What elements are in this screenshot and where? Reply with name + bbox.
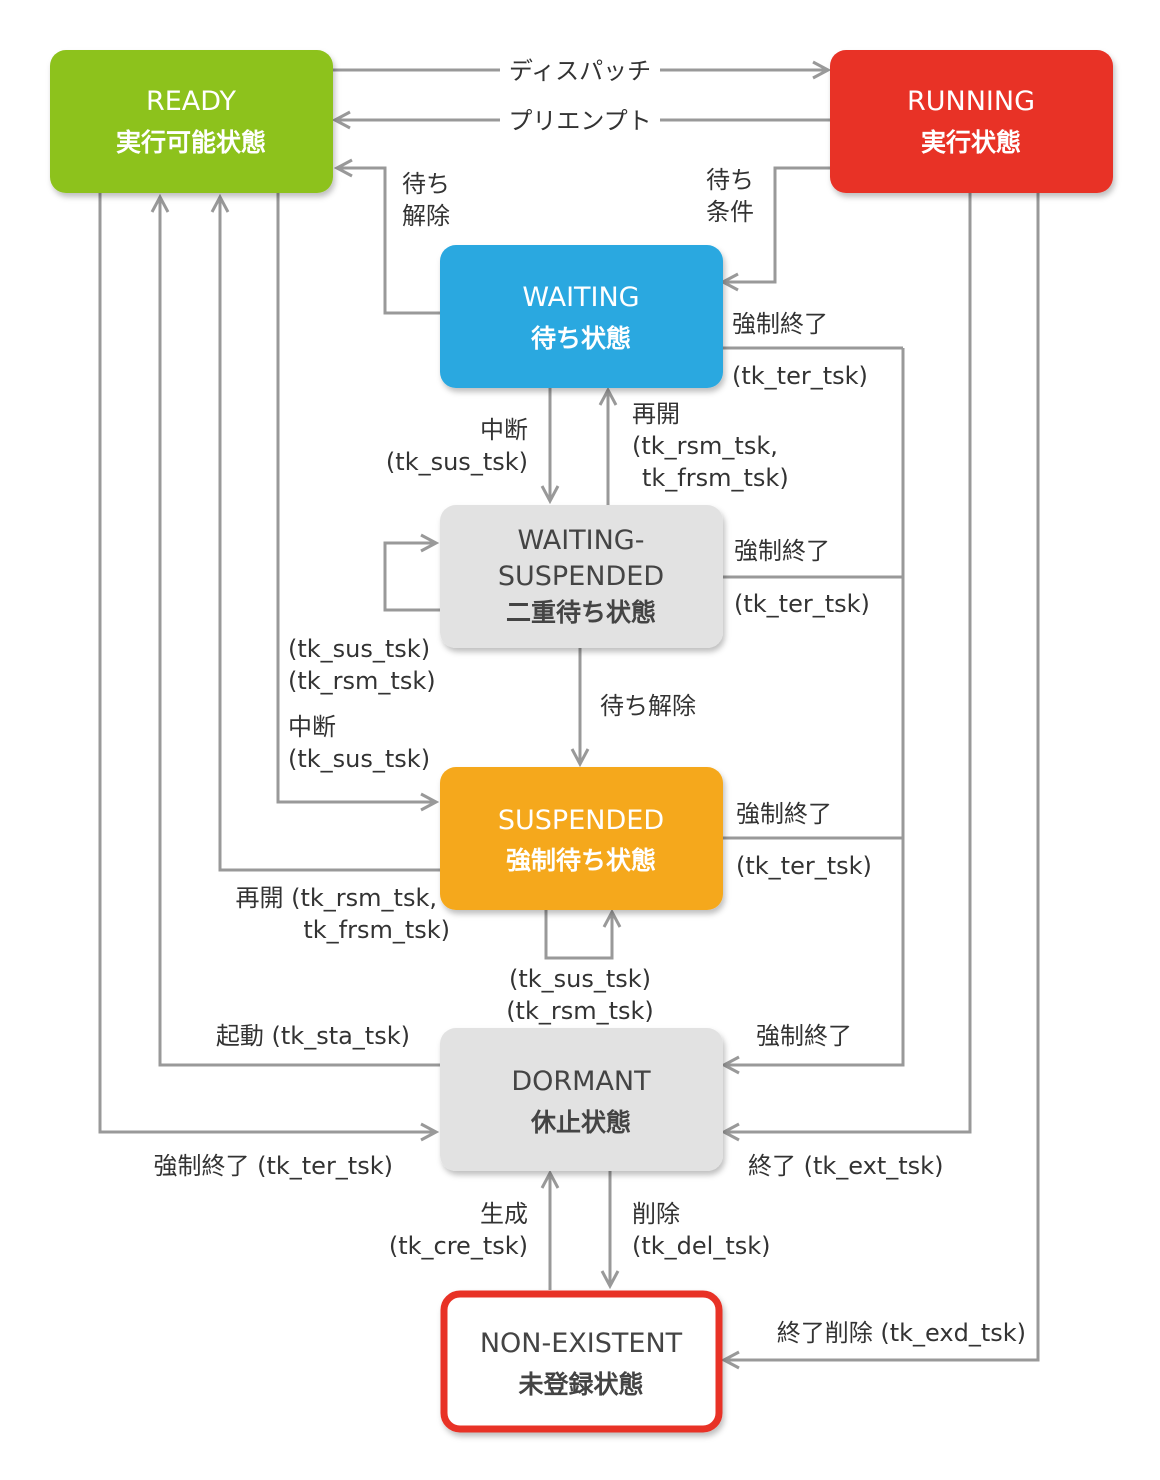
label-start: 起動 (tk_sta_tsk)	[216, 1022, 410, 1050]
label-terminate-susp-2: (tk_ter_tsk)	[736, 852, 872, 880]
state-suspended-jp: 強制待ち状態	[506, 846, 656, 875]
label-exit-delete: 終了削除 (tk_exd_tsk)	[777, 1319, 1026, 1347]
label-wait-condition-1: 待ち	[706, 166, 754, 194]
label-suspend-ready-2: (tk_sus_tsk)	[288, 745, 430, 773]
label-create-1: 生成	[480, 1200, 528, 1228]
edge-suspend-ready	[276, 193, 436, 802]
state-running: RUNNING 実行状態	[830, 50, 1113, 193]
label-delete-2: (tk_del_tsk)	[632, 1232, 771, 1260]
edge-start	[160, 197, 440, 1067]
edge-exit	[724, 193, 972, 1132]
label-create-2: (tk_cre_tsk)	[389, 1232, 528, 1260]
label-suspend-ready-1: 中断	[288, 713, 336, 741]
edge-resume-ready	[220, 197, 440, 872]
state-waiting-suspended: WAITING- SUSPENDED 二重待ち状態	[440, 505, 723, 648]
state-dormant-en: DORMANT	[511, 1066, 651, 1097]
label-terminate-ws-2: (tk_ter_tsk)	[734, 590, 870, 618]
label-wait-release-1: 待ち	[402, 170, 450, 198]
label-suspend-waiting-2: (tk_sus_tsk)	[386, 448, 528, 476]
label-wait-release-2: 解除	[402, 202, 450, 230]
edge-ws-self-loop	[383, 543, 440, 612]
edge-susp-self-loop	[544, 910, 612, 960]
label-wait-condition-2: 条件	[706, 198, 754, 226]
state-non-existent: NON-EXISTENT 未登録状態	[440, 1290, 723, 1433]
state-dormant-jp: 休止状態	[530, 1108, 631, 1137]
state-waiting-suspended-en2: SUSPENDED	[498, 561, 664, 592]
label-resume-ready-2: tk_frsm_tsk)	[303, 916, 450, 944]
state-waiting-jp: 待ち状態	[531, 324, 631, 353]
label-resume-waiting-2: (tk_rsm_tsk,	[632, 432, 778, 460]
label-susp-self-2: (tk_rsm_tsk)	[506, 997, 654, 1025]
label-ws-release: 待ち解除	[600, 692, 696, 720]
label-resume-waiting-1: 再開	[632, 400, 680, 428]
label-resume-ready-1: 再開 (tk_rsm_tsk,	[236, 884, 438, 912]
state-ready: READY 実行可能状態	[50, 50, 333, 193]
label-resume-waiting-3: tk_frsm_tsk)	[642, 464, 789, 492]
label-dispatch: ディスパッチ	[509, 57, 651, 85]
state-waiting-en: WAITING	[522, 282, 639, 313]
state-waiting-suspended-jp: 二重待ち状態	[506, 598, 656, 627]
state-running-en: RUNNING	[907, 86, 1035, 117]
edge-wait-release	[337, 168, 440, 315]
label-terminate-ready: 強制終了 (tk_ter_tsk)	[153, 1152, 393, 1180]
state-non-existent-en: NON-EXISTENT	[480, 1328, 683, 1359]
label-terminate-waiting-1: 強制終了	[732, 310, 828, 338]
state-ready-jp: 実行可能状態	[116, 128, 266, 157]
edge-wait-condition	[723, 166, 830, 282]
state-suspended: SUSPENDED 強制待ち状態	[440, 767, 723, 910]
state-waiting-suspended-en1: WAITING-	[518, 525, 645, 556]
label-terminate-ws-1: 強制終了	[734, 537, 830, 565]
label-susp-self-1: (tk_sus_tsk)	[509, 965, 651, 993]
label-preempt: プリエンプト	[508, 107, 651, 135]
state-dormant: DORMANT 休止状態	[440, 1028, 723, 1171]
edge-terminate-ready	[98, 193, 436, 1132]
label-ws-self-1: (tk_sus_tsk)	[288, 635, 430, 663]
label-suspend-waiting-1: 中断	[480, 416, 528, 444]
label-ws-self-2: (tk_rsm_tsk)	[288, 667, 436, 695]
label-delete-1: 削除	[632, 1200, 680, 1228]
state-ready-en: READY	[146, 86, 237, 117]
label-terminate-susp-1: 強制終了	[736, 800, 832, 828]
state-non-existent-jp: 未登録状態	[518, 1370, 643, 1399]
edge-terminate-trunk	[723, 346, 905, 1065]
state-suspended-en: SUSPENDED	[498, 805, 664, 836]
label-terminate-waiting-2: (tk_ter_tsk)	[732, 362, 868, 390]
label-terminate-dormant: 強制終了	[756, 1022, 852, 1050]
edge-exit-delete	[724, 193, 1040, 1360]
state-running-jp: 実行状態	[921, 128, 1021, 157]
state-waiting: WAITING 待ち状態	[440, 245, 723, 388]
label-exit: 終了 (tk_ext_tsk)	[748, 1152, 943, 1180]
